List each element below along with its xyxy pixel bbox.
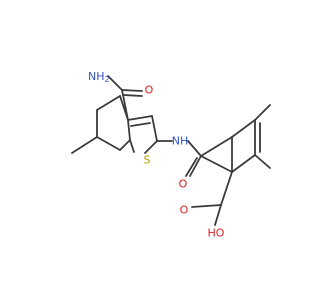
atom-label-linker-o: O — [179, 178, 188, 191]
atom-label-amide-o: O — [145, 84, 154, 97]
atom-label-acid-o: O — [180, 204, 189, 217]
atom-label-sulfur: S — [144, 154, 151, 167]
bond — [121, 89, 143, 92]
bond — [130, 122, 151, 127]
bond — [107, 75, 123, 91]
bond — [220, 171, 233, 206]
bond — [71, 136, 98, 154]
bond — [200, 155, 233, 173]
bond — [187, 140, 202, 157]
bond — [119, 139, 131, 151]
molecule-structure-diagram: NH2 O NH S O O HO — [71, 70, 271, 240]
bond — [214, 204, 222, 226]
bond — [151, 115, 158, 142]
bond-layer — [71, 75, 271, 226]
bond — [96, 95, 121, 111]
bond — [189, 155, 202, 177]
bond — [144, 140, 158, 154]
atom-label-acid-oh: HO — [208, 227, 225, 240]
bond — [127, 119, 131, 141]
bond — [191, 204, 222, 208]
bond — [254, 154, 271, 169]
bond — [254, 104, 271, 121]
atom-label-layer: NH2 O NH S O O HO — [88, 70, 225, 240]
bond — [200, 136, 233, 157]
atom-label-nh: NH — [172, 135, 189, 148]
bond — [127, 115, 153, 121]
bond — [185, 157, 198, 177]
bond — [231, 119, 256, 138]
bond — [231, 154, 256, 173]
bond — [96, 136, 121, 151]
bond — [129, 139, 135, 153]
atom-label-nh2: NH2 — [88, 70, 110, 84]
bond — [122, 94, 143, 97]
